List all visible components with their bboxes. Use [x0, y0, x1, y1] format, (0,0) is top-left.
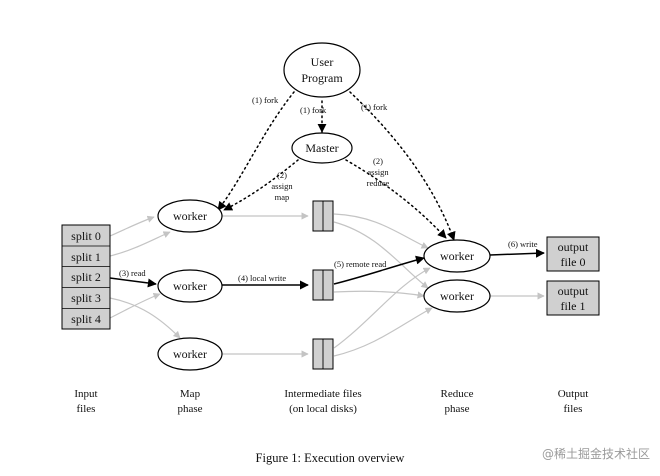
phase-reduce-1: Reduce: [441, 388, 474, 400]
edge-fork-left: [217, 91, 295, 211]
edge-split4-worker2: [109, 292, 161, 319]
figure-caption: Figure 1: Execution overview: [256, 451, 405, 465]
reduce-worker-2-label: worker: [440, 289, 474, 303]
input-splits: split 0 split 1 split 2 split 3 split 4: [61, 224, 111, 330]
label-assign-reduce-2: assign: [367, 167, 389, 177]
output-file-1-line1: output: [558, 284, 589, 298]
edge-file2-reduceworker2: [333, 290, 425, 299]
map-worker-3: worker: [157, 337, 223, 371]
user-program-line2: Program: [301, 71, 343, 85]
split-2: split 2: [71, 270, 101, 284]
output-file-0-line1: output: [558, 240, 589, 254]
edge-remote-read: [333, 255, 425, 285]
split-1: split 1: [71, 250, 101, 264]
label-assign-reduce-1: (2): [373, 156, 383, 166]
label-fork-right: (1) fork: [361, 102, 388, 112]
edge-read: [109, 277, 157, 288]
edge-split1-worker1: [109, 231, 171, 257]
label-fork-left: (1) fork: [252, 95, 279, 105]
phase-output-2: files: [564, 403, 583, 415]
edge-split0-worker1: [109, 215, 155, 237]
split-0: split 0: [71, 229, 101, 243]
user-program-node: User Program: [283, 42, 361, 98]
phase-intermediate-1: Intermediate files: [284, 388, 361, 400]
label-remote-read: (5) remote read: [334, 259, 387, 269]
map-worker-2-label: worker: [173, 279, 207, 293]
label-local-write: (4) local write: [238, 273, 286, 283]
edge-file3-reduceworker2: [333, 307, 433, 357]
label-read: (3) read: [119, 268, 146, 278]
edge-fork-right: [349, 91, 456, 241]
edge-labels: (1) fork (1) fork (1) fork (2) assign ma…: [119, 95, 538, 283]
phase-intermediate-2: (on local disks): [289, 403, 357, 415]
intermediate-file-1: [312, 200, 334, 232]
user-program-line1: User: [311, 55, 334, 69]
gray-flows: [109, 212, 545, 358]
output-file-1: output file 1: [546, 280, 600, 316]
split-3: split 3: [71, 291, 101, 305]
label-fork-mid: (1) fork: [300, 105, 327, 115]
edge-file1-reduceworker2: [333, 221, 429, 289]
phase-map-2: phase: [177, 403, 202, 415]
edge-write: [489, 248, 545, 258]
phase-labels: Input files Map phase Intermediate files…: [74, 388, 588, 415]
map-worker-3-label: worker: [173, 347, 207, 361]
output-file-0-line2: file 0: [561, 255, 586, 269]
phase-reduce-2: phase: [444, 403, 469, 415]
edge-file3-reduceworker1: [333, 267, 431, 349]
output-file-1-line2: file 1: [561, 299, 586, 313]
phase-input-1: Input: [74, 388, 97, 400]
watermark: @稀土掘金技术社区: [542, 446, 650, 461]
edge-assign-map: [223, 159, 299, 211]
edge-assign-reduce: [345, 159, 447, 239]
reduce-worker-1-label: worker: [440, 249, 474, 263]
phase-map-1: Map: [180, 388, 201, 400]
intermediate-file-3: [312, 338, 334, 370]
label-assign-reduce-3: reduce: [367, 178, 390, 188]
label-assign-map-2: assign: [271, 181, 293, 191]
map-worker-1-label: worker: [173, 209, 207, 223]
reduce-worker-2: worker: [423, 279, 491, 313]
output-file-0: output file 0: [546, 236, 600, 272]
label-assign-map-1: (2): [277, 170, 287, 180]
phase-output-1: Output: [558, 388, 589, 400]
intermediate-file-2: [312, 269, 334, 301]
phase-input-2: files: [77, 403, 96, 415]
edge-file1-reduceworker1: [333, 213, 429, 249]
label-write: (6) write: [508, 239, 538, 249]
split-4: split 4: [71, 312, 101, 326]
control-flows: [217, 91, 456, 241]
reduce-worker-1: worker: [423, 239, 491, 273]
master-node: Master: [291, 132, 353, 164]
active-flows: [109, 248, 545, 290]
master-label: Master: [305, 141, 338, 155]
map-worker-1: worker: [157, 199, 223, 233]
edge-split3-worker3: [109, 297, 181, 339]
map-worker-2: worker: [157, 269, 223, 303]
label-assign-map-3: map: [275, 192, 290, 202]
